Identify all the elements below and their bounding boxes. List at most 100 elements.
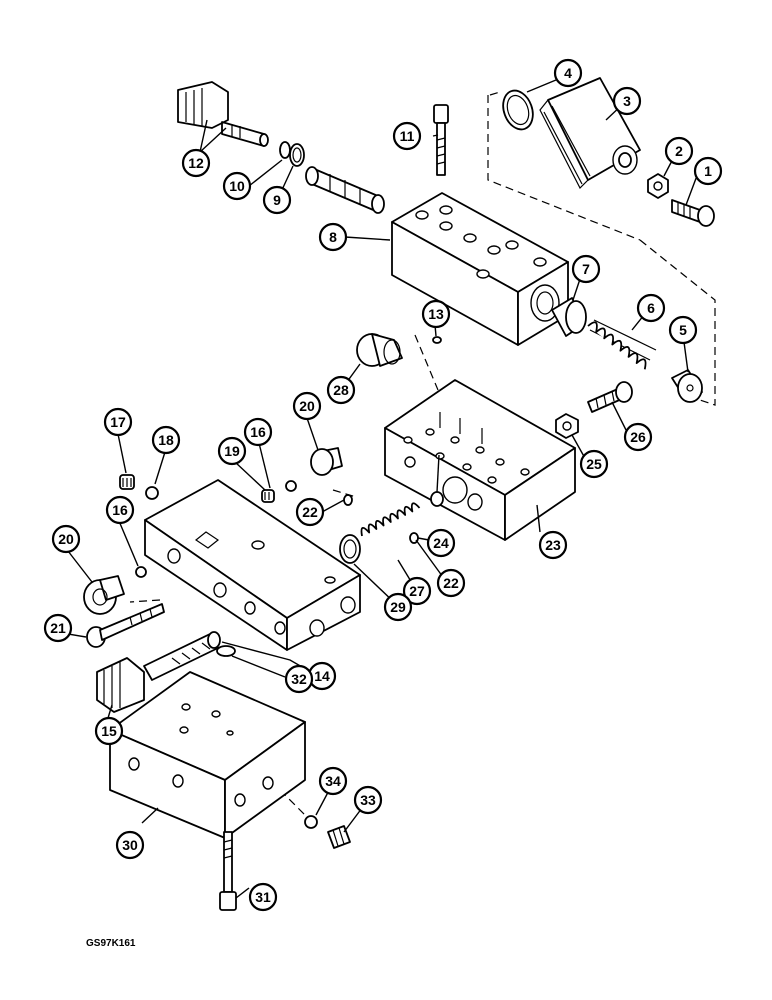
part-15-cartridge — [96, 631, 221, 713]
callout-10: 10 — [222, 171, 252, 201]
callout-15: 15 — [94, 716, 124, 746]
callout-22b-label: 22 — [443, 575, 459, 591]
callout-31-label: 31 — [255, 889, 271, 905]
part-6-spring — [587, 319, 657, 370]
callout-24-label: 24 — [433, 535, 449, 551]
callout-24: 24 — [426, 528, 456, 558]
part-9-backup-ring — [289, 143, 305, 167]
callout-16b-label: 16 — [112, 502, 128, 518]
callout-1-label: 1 — [704, 163, 712, 179]
part-21-capscrew — [86, 603, 165, 648]
part-13-oring — [432, 336, 442, 344]
part-12-cartridge — [177, 81, 269, 147]
part-2-nut — [647, 173, 669, 199]
callout-32-label: 32 — [291, 671, 307, 687]
drawing-code: GS97K161 — [86, 938, 136, 949]
callout-30-label: 30 — [122, 837, 138, 853]
callout-15-label: 15 — [101, 723, 117, 739]
callout-22a-label: 22 — [302, 504, 318, 520]
part-8-upper-block — [391, 192, 569, 346]
part-32-oring — [216, 645, 236, 657]
callout-17: 17 — [103, 407, 133, 437]
part-4-seal — [502, 89, 534, 131]
leader-lines — [61, 74, 699, 899]
part-1-screw — [671, 199, 715, 227]
callout-9-label: 9 — [273, 192, 281, 208]
callout-12: 12 — [181, 148, 211, 178]
part-29-backup-ring — [339, 534, 361, 564]
callout-28-label: 28 — [333, 382, 349, 398]
part-26-screw — [587, 381, 633, 413]
callout-21: 21 — [43, 613, 73, 643]
part-3-valve-body — [539, 77, 641, 190]
callout-17-label: 17 — [110, 414, 126, 430]
callout-34-label: 34 — [325, 773, 341, 789]
callout-20a: 20 — [292, 391, 322, 421]
callout-21-label: 21 — [50, 620, 66, 636]
callout-25-label: 25 — [586, 456, 602, 472]
callout-27-label: 27 — [409, 583, 425, 599]
part-19-setscrew — [261, 489, 275, 503]
callout-12-label: 12 — [188, 155, 204, 171]
part-30-lower-block — [109, 671, 306, 839]
callout-32: 32 — [284, 664, 314, 694]
callout-8-label: 8 — [329, 229, 337, 245]
callout-14: 14 — [307, 661, 337, 691]
callout-29: 29 — [383, 592, 413, 622]
callout-8: 8 — [318, 222, 348, 252]
part-23-middle-block — [384, 379, 576, 541]
callout-16b: 16 — [105, 495, 135, 525]
callout-16a-label: 16 — [250, 424, 266, 440]
callout-22b: 22 — [436, 568, 466, 598]
part-31-capscrew — [219, 831, 237, 911]
part-11-capscrew — [433, 104, 449, 176]
part-7-poppet — [551, 297, 587, 337]
callout-9: 9 — [262, 185, 292, 215]
callout-11-label: 11 — [400, 128, 415, 144]
callout-16a: 16 — [243, 417, 273, 447]
callout-5-label: 5 — [679, 322, 687, 338]
callout-13-label: 13 — [428, 306, 444, 322]
callout-18: 18 — [151, 425, 181, 455]
callout-13: 13 — [421, 299, 451, 329]
part-22-oring-upper — [343, 494, 353, 506]
callout-7: 7 — [571, 254, 601, 284]
callout-33: 33 — [353, 785, 383, 815]
callout-26-label: 26 — [630, 429, 646, 445]
part-34-ball — [304, 815, 318, 829]
part-8-spool — [305, 166, 385, 214]
callout-27: 27 — [402, 576, 432, 606]
part-20-plug-upper — [310, 447, 343, 476]
part-10-ring — [279, 141, 291, 159]
callout-14-label: 14 — [314, 668, 330, 684]
callout-6-label: 6 — [647, 300, 655, 316]
callout-25: 25 — [579, 449, 609, 479]
part-28-plug — [356, 333, 403, 367]
callout-10-label: 10 — [229, 178, 245, 194]
callout-19-label: 19 — [224, 443, 240, 459]
part-16-ball-upper — [285, 480, 297, 492]
callout-34: 34 — [318, 766, 348, 796]
callout-28: 28 — [326, 375, 356, 405]
callout-4: 4 — [553, 58, 583, 88]
part-24-ring — [430, 491, 444, 507]
callout-7-label: 7 — [582, 261, 590, 277]
callout-4-label: 4 — [564, 65, 572, 81]
part-18-ball — [145, 486, 159, 500]
callout-23: 23 — [538, 530, 568, 560]
callout-33-label: 33 — [360, 792, 376, 808]
callout-1: 1 — [693, 156, 723, 186]
callout-20b-label: 20 — [58, 531, 74, 547]
callout-3-label: 3 — [623, 93, 631, 109]
callout-30: 30 — [115, 830, 145, 860]
part-5-plug — [671, 369, 703, 403]
callout-23-label: 23 — [545, 537, 561, 553]
callout-31: 31 — [248, 882, 278, 912]
callout-22a: 22 — [295, 497, 325, 527]
callout-2: 2 — [664, 136, 694, 166]
callout-29-label: 29 — [390, 599, 406, 615]
part-17-setscrew — [119, 474, 135, 490]
callout-3: 3 — [612, 86, 642, 116]
callout-20b: 20 — [51, 524, 81, 554]
